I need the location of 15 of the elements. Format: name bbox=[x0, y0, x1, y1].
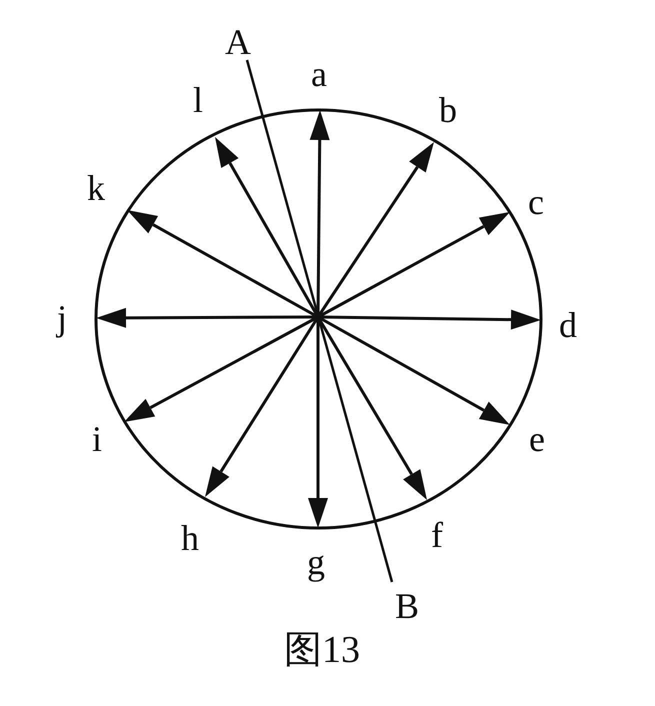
direction-label: h bbox=[181, 520, 199, 556]
direction-label: e bbox=[529, 421, 545, 457]
direction-label: g bbox=[307, 544, 325, 580]
direction-label: c bbox=[528, 184, 544, 220]
direction-label: j bbox=[57, 300, 67, 336]
direction-label: i bbox=[92, 421, 102, 457]
direction-label: k bbox=[87, 170, 105, 206]
direction-label: A bbox=[225, 24, 251, 60]
direction-label: f bbox=[431, 517, 443, 553]
direction-label: b bbox=[439, 92, 457, 128]
figure-caption: 图13 bbox=[284, 631, 360, 669]
direction-label: l bbox=[193, 82, 203, 118]
direction-label: B bbox=[395, 588, 419, 624]
direction-label: d bbox=[559, 307, 577, 343]
direction-label: a bbox=[311, 56, 327, 92]
